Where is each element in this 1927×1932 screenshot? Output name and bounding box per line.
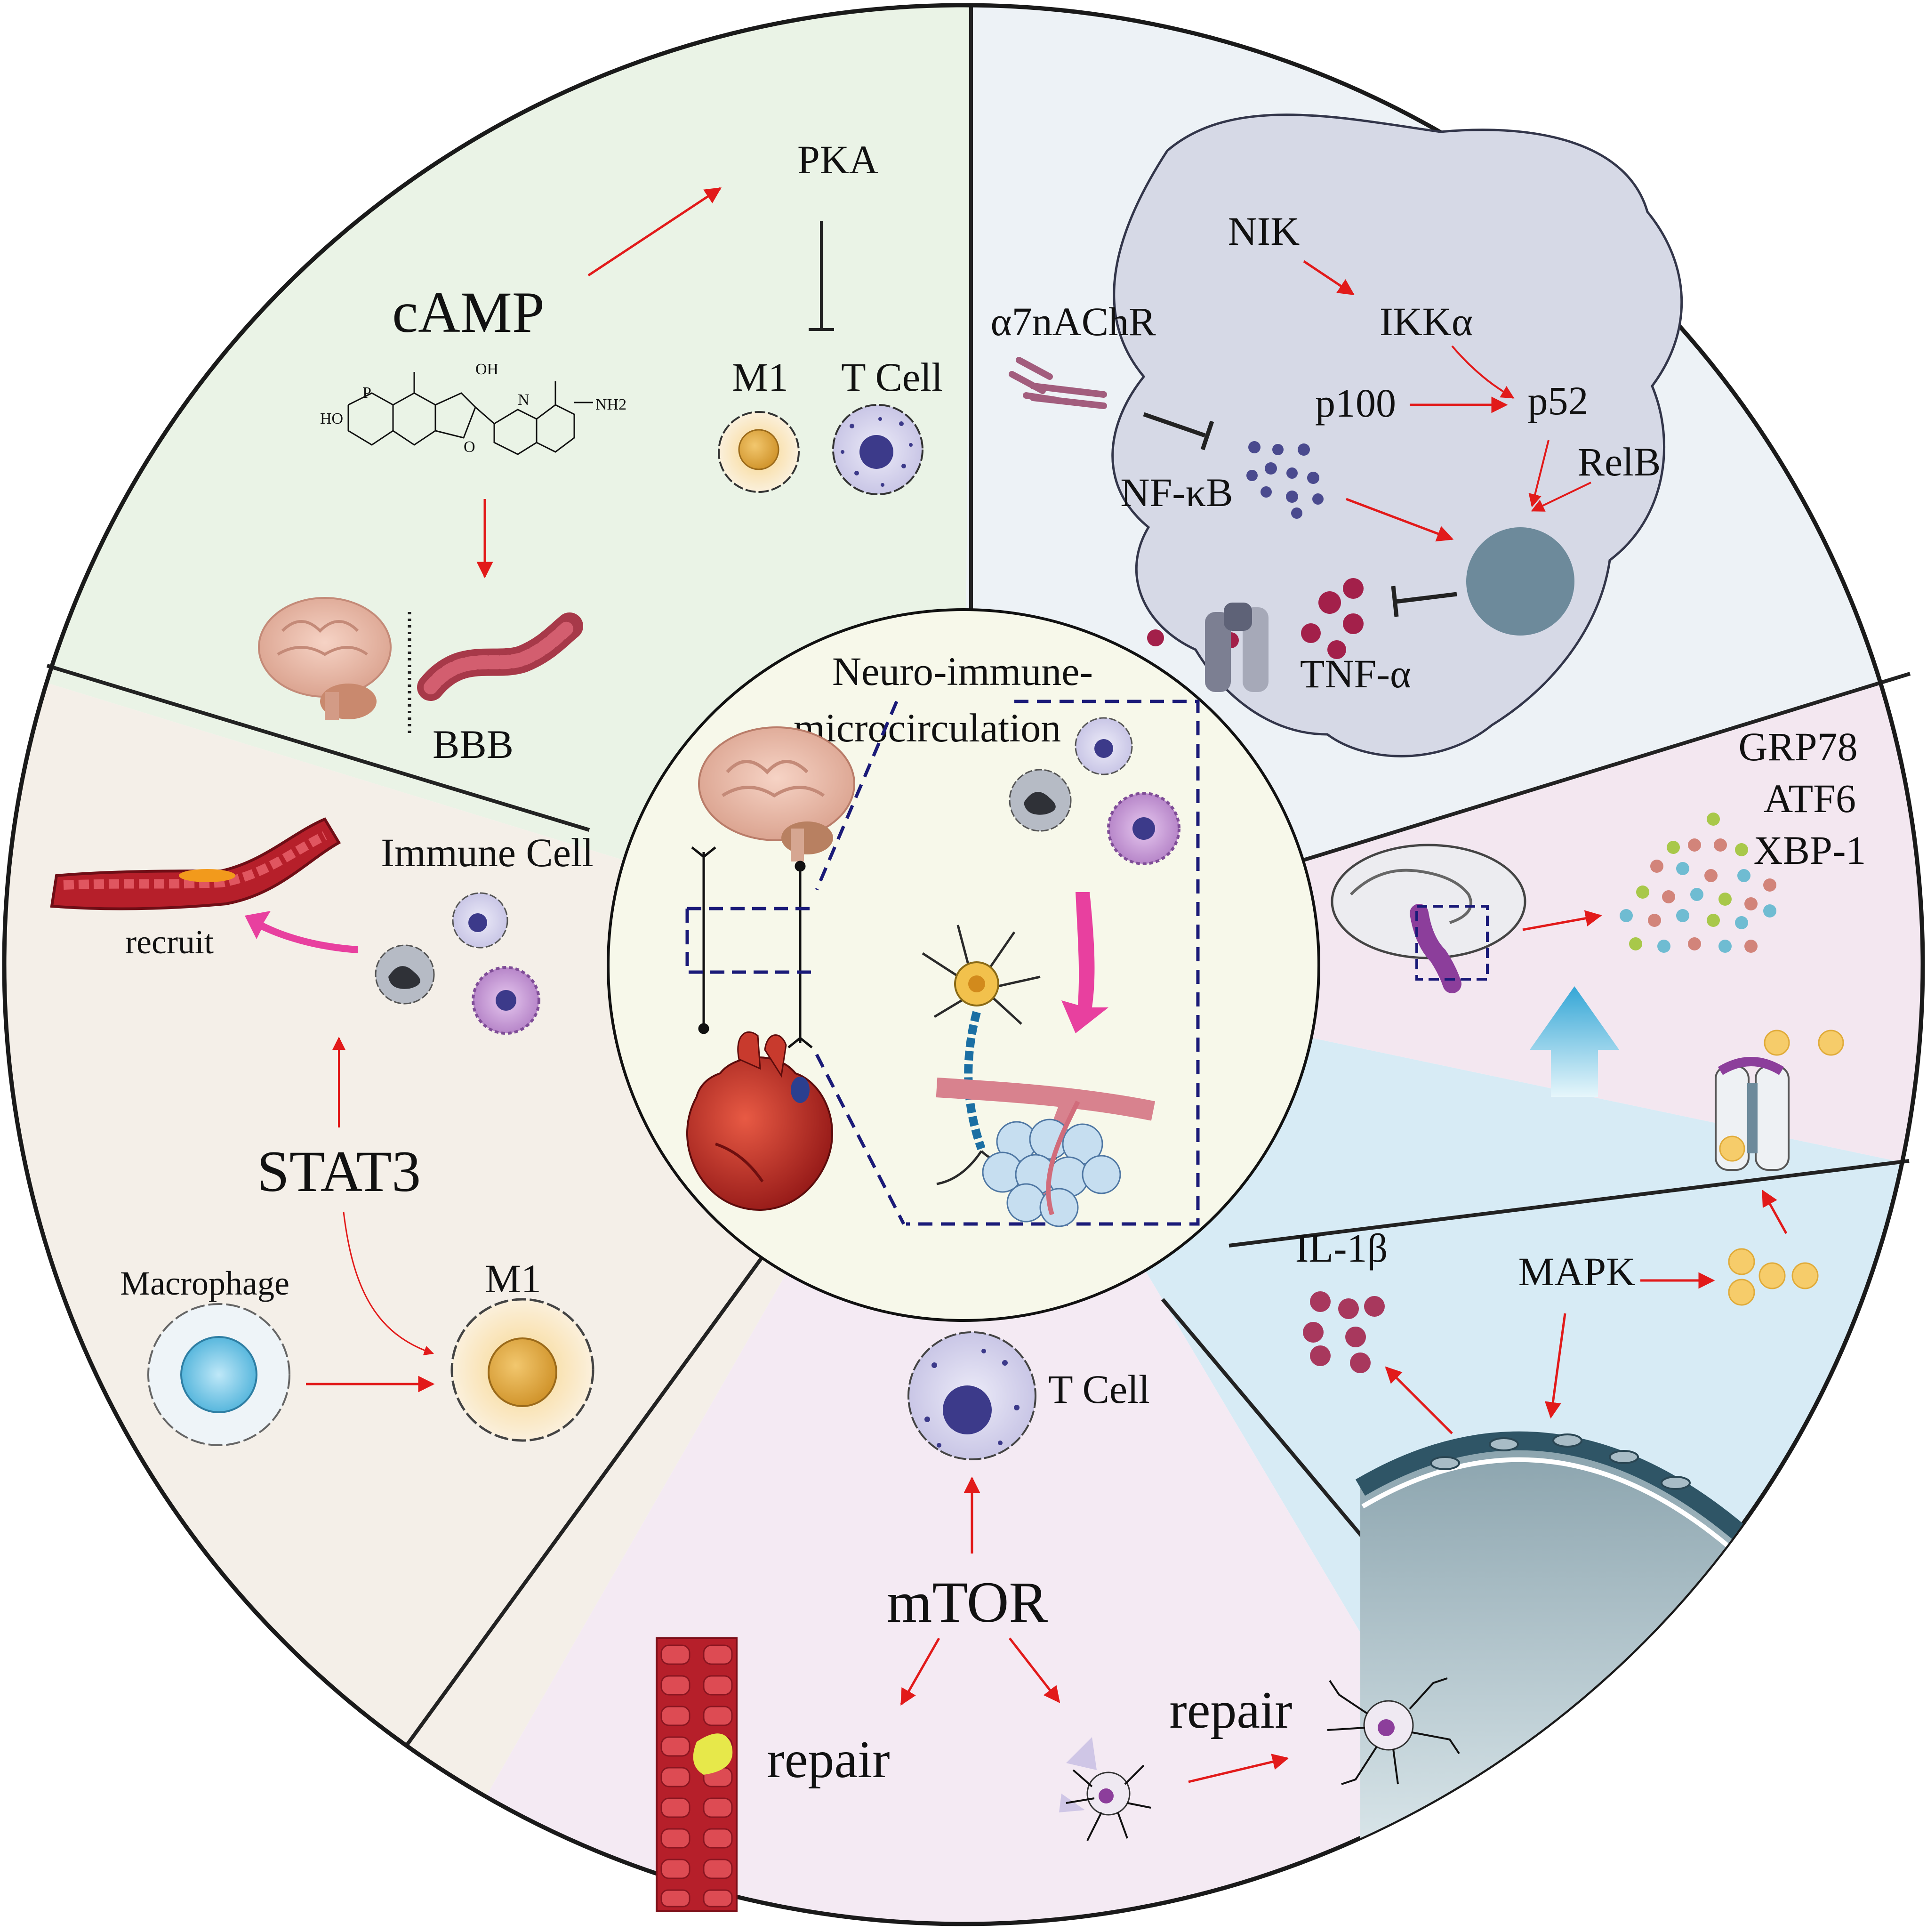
macrophage-cell-icon: [147, 1303, 290, 1446]
camp-molecule-labels: OH HO P O N NH2: [320, 361, 626, 456]
glia-repair-arrow: [1188, 1754, 1289, 1783]
upward-arrow-icon: [1530, 986, 1619, 1097]
bbb-label: BBB: [433, 722, 514, 767]
il1b-label: IL-1β: [1295, 1225, 1388, 1271]
mtor-to-vessel-arrow: [900, 1637, 940, 1706]
stat3-m1-label: M1: [485, 1256, 541, 1301]
m1-cell-icon: [718, 411, 800, 493]
stat3-label: STAT3: [257, 1139, 421, 1204]
center-heart-icon: [686, 1031, 834, 1211]
center-brain-icon: [698, 726, 855, 861]
relb-label: RelB: [1578, 439, 1661, 484]
receptor-icon: [1009, 357, 1107, 409]
xbp1-label: XBP-1: [1754, 828, 1866, 873]
nik-label: NIK: [1228, 209, 1300, 254]
nuclear-membrane-icon: [1355, 1431, 1748, 1924]
svg-text:HO: HO: [320, 410, 343, 427]
center-title-line2: microcirculation: [794, 705, 1061, 750]
outer-circle: [2, 3, 1925, 1926]
receptor-inhibition-bar: [1143, 412, 1214, 451]
center-panel: Neuro-immune- microcirculation: [607, 608, 1320, 1322]
svg-text:NH2: NH2: [595, 396, 626, 413]
svg-text:O: O: [464, 438, 475, 456]
stat3-to-m1-arrow: [343, 1212, 434, 1355]
camp-title: cAMP: [392, 280, 545, 345]
sector-dividers: [46, 5, 1911, 1748]
mtor-to-glia-arrow: [1009, 1637, 1060, 1703]
mtor-tcell-icon: [907, 1331, 1036, 1460]
svg-text:OH: OH: [475, 361, 498, 378]
damaged-glia-icon: [1059, 1737, 1151, 1841]
vessel-repair-icon: [656, 1637, 738, 1912]
stress-protein-particles: [1620, 813, 1776, 953]
center-title-line1: Neuro-immune-: [832, 649, 1093, 694]
repair-right-label: repair: [1169, 1681, 1292, 1739]
ikka-to-p52-arrow: [1451, 345, 1515, 399]
t-cell-icon: [832, 404, 923, 495]
center-pink-arrow: [1061, 892, 1108, 1033]
er-stress-panel: GRP78 ATF6 XBP-1: [1331, 724, 1866, 1234]
mapk-to-channel-arrow: [1761, 1189, 1788, 1234]
svg-text:P: P: [362, 384, 371, 402]
nfkb-particles: [1246, 441, 1324, 519]
mapk-to-nucleus-arrow: [1544, 1313, 1566, 1419]
nfkb-label: NF-κB: [1120, 470, 1233, 515]
calcium-particles: [1719, 1030, 1844, 1162]
tnf-label: TNF-α: [1300, 651, 1411, 696]
center-immune-cells-icon: [1009, 717, 1180, 865]
pka-inhibition-bar: [809, 221, 834, 331]
mapk-label: MAPK: [1518, 1249, 1636, 1294]
zoom-dashed-lines: [815, 700, 1200, 1226]
mtor-tcell-label: T Cell: [1048, 1367, 1150, 1412]
mtor-label: mTOR: [887, 1570, 1048, 1634]
nfkb-to-nucleus-arrow: [1346, 498, 1454, 542]
p52-to-nucleus-arrow: [1528, 440, 1550, 507]
recruit-label: recruit: [125, 923, 214, 961]
immune-cell-label: Immune Cell: [381, 830, 593, 875]
nucleus-icon: [1466, 527, 1574, 636]
receptor-label: α7nAChR: [991, 299, 1156, 344]
pka-label: PKA: [797, 137, 878, 182]
immune-cells-group-icon: [375, 892, 540, 1035]
p52-label: p52: [1528, 378, 1589, 423]
atf6-label: ATF6: [1764, 776, 1856, 821]
ikka-label: IKKα: [1380, 299, 1473, 344]
brain-sagittal-icon: [1331, 844, 1526, 993]
camp-molecule-icon: [347, 372, 593, 455]
camp-to-pka-arrow: [587, 187, 722, 277]
il1b-particles: [1303, 1291, 1385, 1373]
camp-m1-label: M1: [732, 354, 788, 400]
svg-text:N: N: [518, 391, 530, 409]
nfkb-panel: NIK IKKα α7nAChR p100 p52 RelB NF-κB: [991, 113, 1683, 757]
nucleus-to-il1b-arrow: [1385, 1366, 1453, 1434]
recruit-vessel-icon: [50, 817, 341, 910]
nik-to-ikka-arrow: [1303, 260, 1355, 296]
macrophage-label: Macrophage: [120, 1264, 289, 1302]
repair-left-label: repair: [767, 1731, 890, 1789]
center-microvessel-icon: [936, 1078, 1156, 1227]
repaired-glia-icon: [1327, 1677, 1460, 1785]
relb-to-nucleus-arrow: [1531, 482, 1591, 512]
tnf-channel-icon: [1205, 603, 1269, 692]
nucleus-inhibition-bar: [1391, 586, 1457, 617]
grp78-label: GRP78: [1738, 724, 1857, 769]
reflex-schematic: [691, 846, 813, 1048]
mtor-panel: T Cell mTOR repair: [656, 1331, 1460, 1912]
camp-panel: cAMP PKA M1 T Cell OH: [258, 137, 943, 767]
stat3-m1-cell-icon: [450, 1298, 594, 1442]
stat3-panel: Immune Cell recruit STAT3 Macrophage M1: [50, 817, 594, 1446]
recruit-arrow: [245, 911, 358, 953]
brain-icon: [258, 597, 392, 720]
p100-label: p100: [1315, 380, 1396, 426]
brain-to-proteins-arrow: [1522, 910, 1602, 931]
camp-tcell-label: T Cell: [841, 354, 943, 400]
mapk-calcium-particles: [1728, 1248, 1819, 1306]
